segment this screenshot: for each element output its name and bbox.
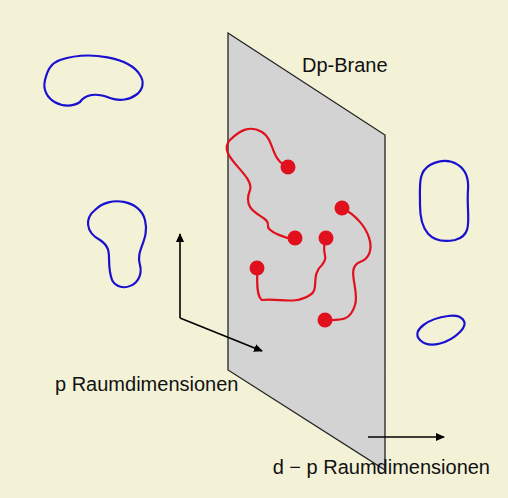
brane-outline [228, 33, 385, 470]
brane-shape [228, 33, 385, 470]
dimension-label: d − p Raumdimensionen [273, 455, 490, 479]
dimension-label: p Raumdimensionen [55, 372, 238, 396]
brane-plane: Dp-Brane [228, 33, 385, 470]
brane-label: Dp-Brane [302, 53, 388, 77]
